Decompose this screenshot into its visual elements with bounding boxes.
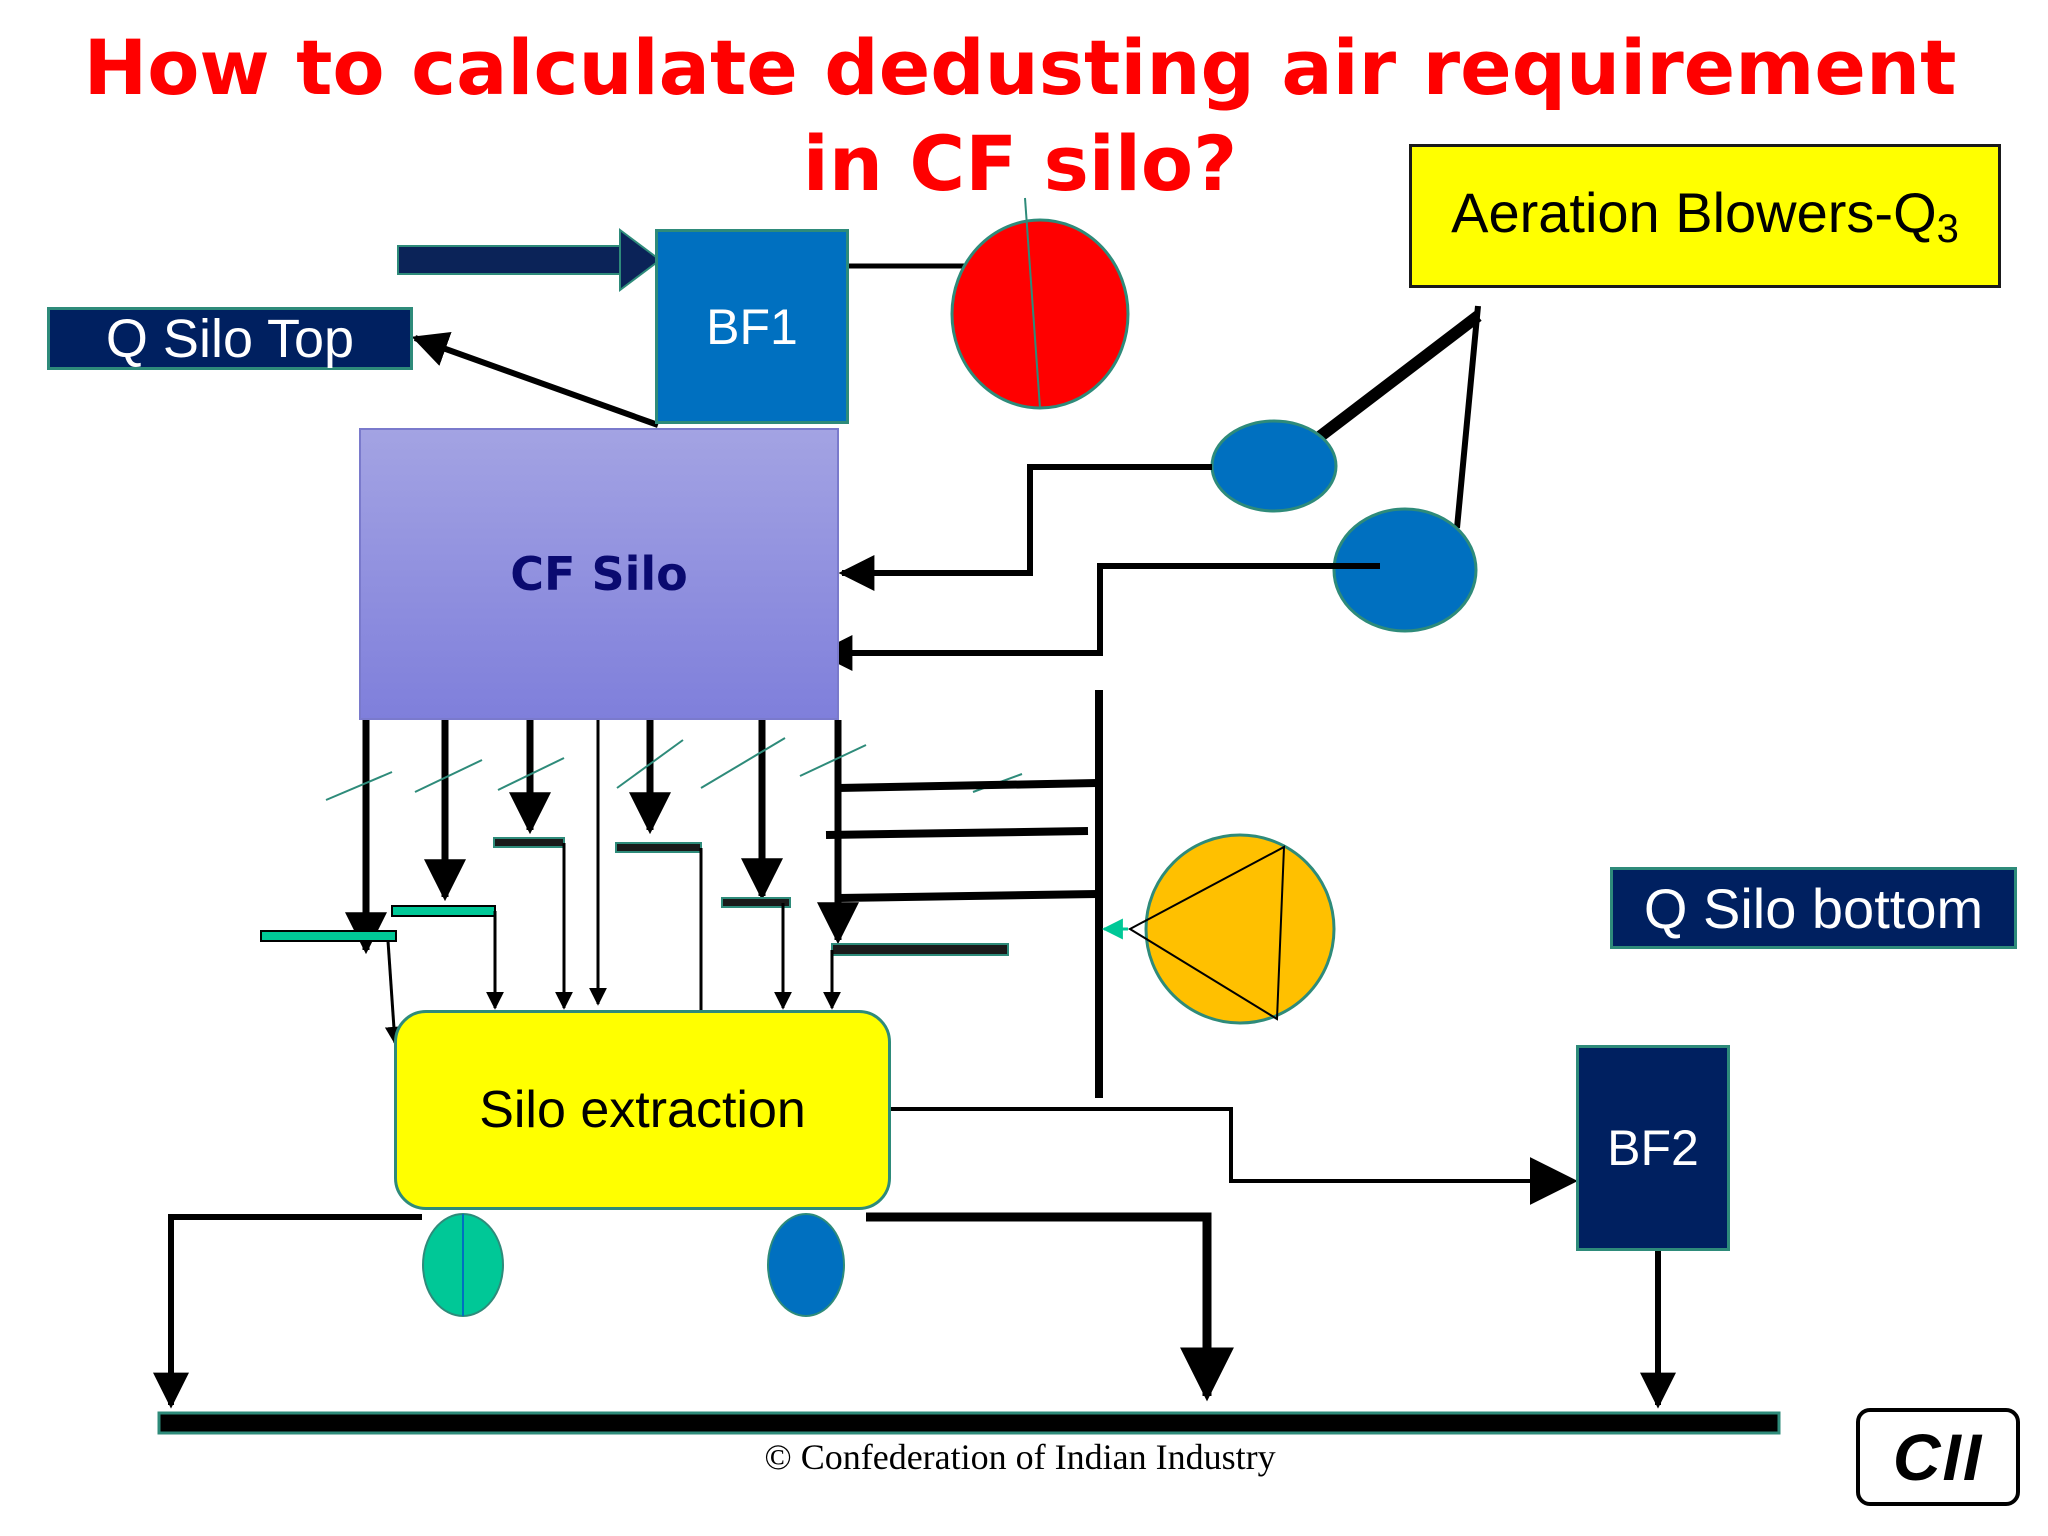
left-return-duct	[153, 1214, 422, 1409]
silo-top-vent-arrow	[411, 331, 660, 428]
aeration-duct-1	[838, 464, 1212, 591]
q-silo-bottom-label: Q Silo bottom	[1610, 867, 2017, 949]
extraction-to-bf2-duct	[891, 1107, 1578, 1205]
aeration-link-2	[1454, 305, 1481, 529]
cf-silo: CF Silo	[359, 428, 839, 720]
teal-pump	[422, 1213, 504, 1317]
bf2-bag-filter: BF2	[1576, 1045, 1730, 1251]
aeration-blower-1	[1210, 419, 1338, 513]
blue-pump	[767, 1213, 845, 1317]
silo-extraction: Silo extraction	[394, 1010, 891, 1210]
aeration-blower-2	[1332, 507, 1478, 633]
dedusting-branches	[825, 779, 1098, 902]
aeration-duct-2	[816, 563, 1380, 671]
copyright-footer: © Confederation of Indian Industry	[764, 1437, 1276, 1477]
valve-hatches	[325, 737, 1023, 801]
aeration-blowers-label: Aeration Blowers-Q3	[1409, 144, 2001, 288]
aeration-link-1	[1314, 311, 1482, 443]
bf1-bag-filter: BF1	[655, 229, 849, 424]
bottom-conveyor	[157, 1411, 1781, 1435]
red-fan	[950, 197, 1130, 410]
plate-to-extraction-arrows	[384, 843, 841, 1045]
q-silo-top-label: Q Silo Top	[47, 307, 413, 370]
feed-arrow	[397, 228, 662, 292]
page-title: How to calculate dedusting air requireme…	[83, 23, 1957, 208]
right-return-duct	[866, 1212, 1234, 1402]
cii-logo: CII	[1856, 1408, 2020, 1506]
orange-fan	[1101, 833, 1336, 1025]
